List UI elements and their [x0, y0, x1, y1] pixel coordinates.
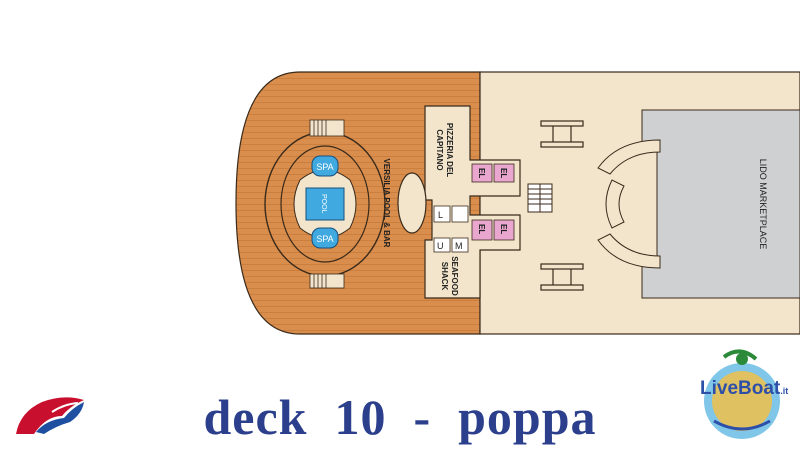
stairs-icon — [527, 183, 553, 213]
liveboat-tld: .it — [780, 386, 789, 396]
elevator-bottom-right — [493, 219, 515, 241]
lido-marketplace-label: LIDO MARKETPLACE — [758, 159, 768, 250]
elevator-top-left — [471, 163, 493, 183]
room-l — [433, 205, 451, 223]
room-l-label: L — [438, 210, 443, 220]
lido-marketplace-area — [641, 109, 800, 299]
buffet-counter-top — [597, 139, 661, 175]
room-m — [451, 237, 469, 253]
spa-top-label: SPA — [316, 162, 333, 172]
dining-table-top — [540, 120, 584, 148]
spa-bottom — [311, 227, 339, 249]
carnival-funnel-logo — [16, 397, 84, 434]
elevator-code: EL — [499, 224, 508, 234]
dining-table-bottom — [540, 263, 584, 291]
room-u — [433, 237, 451, 253]
spa-top — [311, 155, 339, 177]
liveboat-wordmark: LiveBoat.it — [700, 378, 788, 400]
room-l2 — [451, 205, 469, 223]
elevator-code: EL — [499, 168, 508, 178]
buffet-counter-mid — [605, 179, 625, 229]
pool-bar-counter — [397, 172, 427, 234]
buffet-counter-bottom — [597, 233, 661, 269]
pool-bar-label: VERSILIA POOL & BAR — [382, 159, 391, 248]
pool-ring-inner — [280, 145, 370, 263]
elevator-code: EL — [477, 168, 486, 178]
pool-label: POOL — [320, 194, 327, 214]
liveboat-logo — [704, 349, 780, 439]
liveboat-name: LiveBoat — [700, 378, 781, 399]
elevator-bottom-left — [471, 219, 493, 241]
room-u-label: U — [437, 241, 444, 251]
deck-plan-map: LIDO MARKETPLACE PIZZERIA DEL CAPITANO E… — [235, 71, 800, 335]
deck-title: deck 10 - poppa — [203, 389, 597, 445]
pool — [305, 187, 345, 221]
deck-stairs-top-icon — [309, 119, 345, 137]
deck-stairs-bottom-icon — [309, 273, 345, 289]
spa-bottom-label: SPA — [316, 234, 333, 244]
elevator-top-right — [493, 163, 515, 183]
seafood-label-line2: SHACK — [440, 262, 449, 291]
pizzeria-label-line2: CAPITANO — [435, 129, 444, 170]
pizzeria-label-line1: PIZZERIA DEL — [445, 123, 454, 177]
elevator-code: EL — [477, 224, 486, 234]
seafood-label-line1: SEAFOOD — [450, 256, 459, 296]
room-m-label: M — [455, 241, 463, 251]
